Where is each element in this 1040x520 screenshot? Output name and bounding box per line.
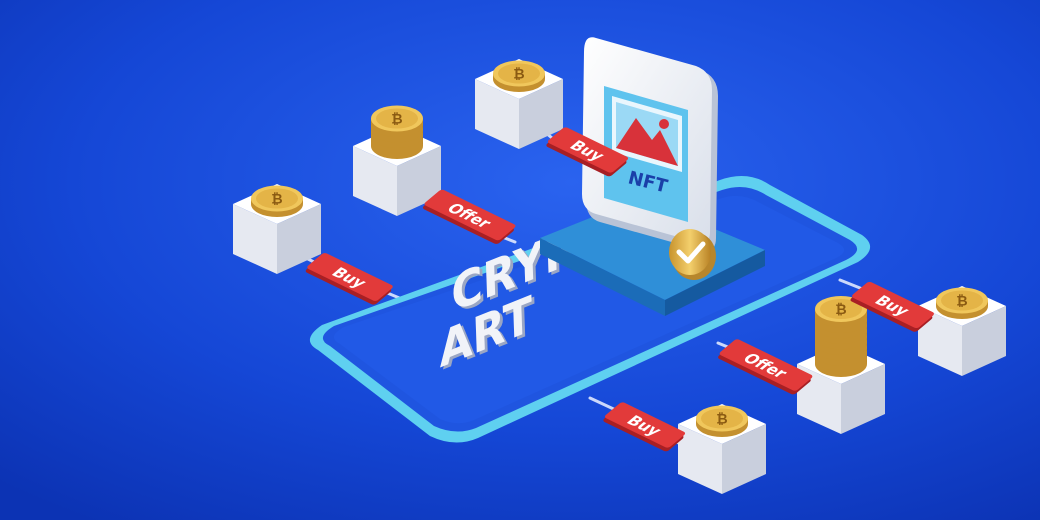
coin-stack: ₿ — [696, 405, 748, 437]
coin-stack: ₿ — [371, 105, 423, 159]
coin-stack: ₿ — [936, 287, 988, 319]
coin-cube: ₿ — [678, 404, 766, 494]
coin-cube: ₿ — [475, 59, 563, 149]
bitcoin-icon: ₿ — [956, 294, 967, 310]
bitcoin-icon: ₿ — [835, 302, 846, 318]
bitcoin-icon: ₿ — [716, 412, 727, 428]
image-icon — [616, 102, 678, 166]
bitcoin-icon: ₿ — [391, 112, 402, 128]
coin-stack: ₿ — [493, 60, 545, 92]
bitcoin-icon: ₿ — [271, 192, 282, 208]
coin-stack: ₿ — [251, 185, 303, 217]
coin-stack: ₿ — [815, 296, 867, 377]
coin-cube: ₿ — [233, 184, 321, 274]
check-badge — [669, 229, 716, 280]
nft-base-plate — [540, 198, 765, 316]
tag-buy: Buy — [546, 127, 629, 177]
nft-frame: NFT — [582, 37, 718, 251]
bitcoin-icon: ₿ — [513, 67, 524, 83]
checkmark-icon — [676, 241, 706, 264]
coin-cube: ₿ — [918, 286, 1006, 376]
coin-cube: ₿ — [797, 296, 885, 434]
